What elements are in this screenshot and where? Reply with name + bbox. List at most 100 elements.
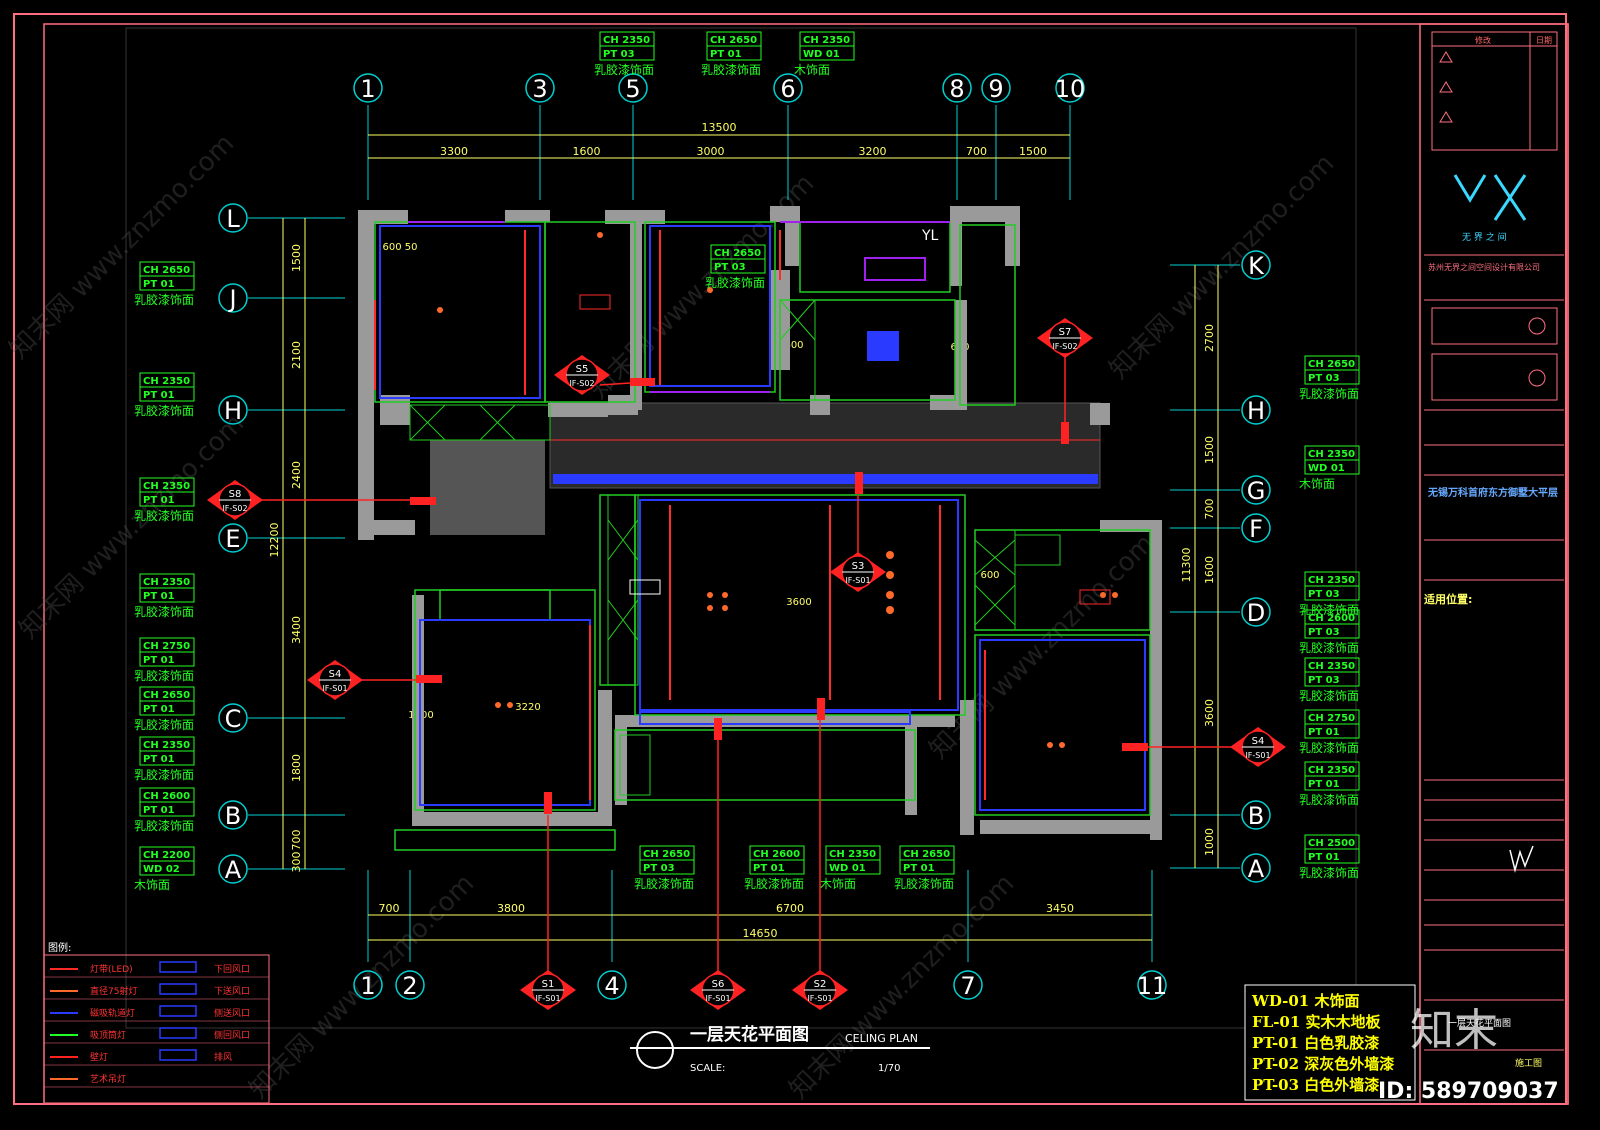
finish-tag-material: 乳胶漆饰面: [134, 668, 194, 683]
grid-bubble-right: [1241, 513, 1271, 543]
section-symbol-id: S6: [712, 979, 725, 990]
grid-label-top: 5: [625, 75, 640, 103]
finish-tag-code: PT 01: [903, 863, 935, 874]
finish-tag-height: CH 2600: [1308, 613, 1355, 624]
dim-top-segment: 1600: [573, 145, 601, 158]
grid-bubble-left: [218, 854, 248, 884]
material-entry: PT-02 深灰色外墙漆: [1252, 1055, 1394, 1073]
finish-tag-code: PT 01: [143, 754, 175, 765]
watermark-4: 知末网 www.znzmo.com: [1104, 149, 1340, 385]
section-symbol-ref: IF-S01: [705, 994, 730, 1003]
plot-area: [125, 27, 1357, 1029]
grid-label-right: D: [1247, 599, 1265, 627]
section-symbol-id: S7: [1059, 327, 1072, 338]
grid-label-top: 1: [360, 75, 375, 103]
grid-label-top: 6: [780, 75, 795, 103]
finish-tag-material: 乳胶漆饰面: [701, 62, 761, 77]
legend-box: [43, 954, 270, 1104]
dim-bottom-segment: 6700: [776, 902, 804, 915]
grid-bubble-right: [1241, 395, 1271, 425]
grid-label-top: 3: [532, 75, 547, 103]
finish-tag-code: PT 01: [1308, 779, 1340, 790]
legend-row: 灯带(LED)下回风口: [44, 961, 269, 978]
light-fixtures: [437, 232, 1118, 748]
finish-tag-code: PT 01: [1308, 727, 1340, 738]
dim-left-segment: 1500: [290, 244, 303, 272]
grid-label-left: J: [227, 285, 236, 313]
company-name: 苏州无界之间空间设计有限公司: [1428, 262, 1540, 272]
section-symbol-id: S1: [542, 979, 555, 990]
finish-tag-code: PT 01: [143, 390, 175, 401]
legend-row: 磁吸轨道灯侧送风口: [44, 1005, 269, 1022]
finish-tag-height: CH 2350: [829, 849, 876, 860]
finish-tag-height: CH 2650: [1308, 359, 1355, 370]
grid-label-right: H: [1247, 397, 1265, 425]
title-block-border: [1419, 23, 1569, 1105]
dim-right-total: 11300: [1180, 548, 1193, 583]
legend-row-right-symbol: [159, 1049, 197, 1061]
finish-tag-material: 乳胶漆饰面: [594, 62, 654, 77]
legend-row-right: 侧送风口: [214, 1007, 250, 1019]
finish-tag-code: PT 03: [643, 863, 675, 874]
finish-tag-code: PT 01: [143, 495, 175, 506]
grid-label-left: C: [225, 705, 242, 733]
finish-tag-height: CH 2350: [603, 35, 650, 46]
legend-title: 图例:: [48, 941, 71, 954]
grid-label-right: F: [1249, 515, 1263, 543]
finish-tag-height: CH 2350: [1308, 661, 1355, 672]
finish-tag-code: PT 01: [753, 863, 785, 874]
grid-bubble-top: [773, 73, 803, 103]
grid-label-bottom: 1: [360, 972, 375, 1000]
grid-label-right: B: [1248, 802, 1264, 830]
finish-tag-material: 乳胶漆饰面: [1299, 688, 1359, 703]
grid-bubble-top: [981, 73, 1011, 103]
dining-block: [430, 440, 545, 535]
watermark-layer: 知末网 www.znzmo.com 知末网 www.znzmo.com 知末网 …: [4, 129, 1340, 1105]
section-symbol-ref: IF-S01: [807, 994, 832, 1003]
legend-row-right-symbol: [159, 1027, 197, 1039]
finish-tag-code: PT 01: [143, 591, 175, 602]
dim-top-total: 13500: [702, 121, 737, 134]
grid-bubble-right: [1241, 597, 1271, 627]
grid-bubble-right: [1241, 475, 1271, 505]
material-entry: WD-01 木饰面: [1251, 992, 1359, 1010]
watermark-brand: 知末: [1410, 1005, 1498, 1056]
legend-row-right: 侧回风口: [214, 1029, 250, 1041]
legend-row-right-symbol: [159, 983, 197, 995]
finish-tag-height: CH 2600: [143, 791, 190, 802]
grid-label-right: K: [1248, 252, 1265, 280]
finish-tag-code: PT 01: [710, 49, 742, 60]
dim-left-segment: 3400: [290, 616, 303, 644]
grid-bubble-left: [218, 203, 248, 233]
section-symbol-ref: IF-S01: [845, 576, 870, 585]
finish-tag-material: 乳胶漆饰面: [705, 275, 765, 290]
finish-tag-height: CH 2350: [1308, 575, 1355, 586]
watermark-id: ID: 589709037: [1378, 1079, 1559, 1104]
material-entry: FL-01 实木木地板: [1252, 1013, 1382, 1031]
section-symbol-id: S8: [229, 489, 242, 500]
section-leaders: [260, 352, 1245, 975]
finish-tag-material: 乳胶漆饰面: [1299, 792, 1359, 807]
section-symbol-ref: IF-S01: [322, 684, 347, 693]
grid-bubble-right: [1241, 800, 1271, 830]
section-symbol-id: S5: [576, 364, 589, 375]
grid-bubble-left: [218, 395, 248, 425]
section-symbols: S8IF-S02S5IF-S02S7IF-S02S3IF-S01S4IF-S01…: [207, 318, 1286, 1010]
floor-plan: [260, 206, 1245, 975]
section-symbol-ref: IF-S02: [569, 379, 594, 388]
grid-bubble-bottom: [1137, 970, 1167, 1000]
dim-bottom-segment: 3450: [1046, 902, 1074, 915]
grid-bubble-top: [1055, 73, 1085, 103]
